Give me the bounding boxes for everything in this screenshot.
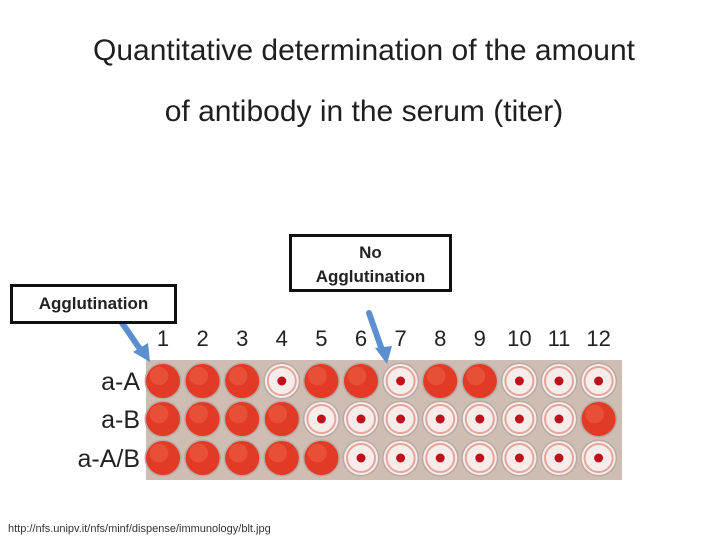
row-label-a-b: a-B <box>101 406 140 434</box>
column-label-7: 7 <box>394 326 406 351</box>
well-1-8-agglutinated <box>421 362 459 400</box>
well-1-6-agglutinated <box>342 362 380 400</box>
well-3-11-not-agglutinated <box>540 439 578 477</box>
column-label-6: 6 <box>355 326 367 351</box>
well-3-10-not-agglutinated <box>500 439 538 477</box>
well-3-2-agglutinated <box>184 439 222 477</box>
row-label-a-a: a-A <box>101 368 140 396</box>
well-1-11-not-agglutinated <box>540 362 578 400</box>
well-2-12-agglutinated <box>580 400 618 438</box>
column-label-11: 11 <box>548 326 571 351</box>
column-label-5: 5 <box>315 326 327 351</box>
column-label-12: 12 <box>586 326 610 351</box>
well-2-1-agglutinated <box>144 400 182 438</box>
well-1-12-not-agglutinated <box>580 362 618 400</box>
wells-grid <box>144 362 618 477</box>
arrow-agglutination <box>117 317 150 362</box>
well-2-3-agglutinated <box>223 400 261 438</box>
well-3-5-agglutinated <box>302 439 340 477</box>
no-agglutination-label-line-2: Agglutination <box>315 267 426 286</box>
row-label-a-a-b: a-A/B <box>77 445 140 473</box>
well-2-9-not-agglutinated <box>461 400 499 438</box>
well-3-7-not-agglutinated <box>382 439 420 477</box>
well-3-9-not-agglutinated <box>461 439 499 477</box>
agglutination-label: Agglutination <box>10 284 177 324</box>
well-2-4-agglutinated <box>263 400 301 438</box>
well-2-5-not-agglutinated <box>302 400 340 438</box>
column-label-2: 2 <box>196 326 208 351</box>
slide-title-line-1: Quantitative determination of the amount <box>93 34 635 67</box>
row-labels: a-A a-B a-A/B <box>77 368 140 473</box>
well-1-2-agglutinated <box>184 362 222 400</box>
arrow-no-agglutination <box>366 310 392 364</box>
no-agglutination-label-line-1: No <box>359 243 382 262</box>
well-1-7-not-agglutinated <box>382 362 420 400</box>
well-1-3-agglutinated <box>223 362 261 400</box>
well-2-11-not-agglutinated <box>540 400 578 438</box>
well-3-1-agglutinated <box>144 439 182 477</box>
well-1-9-agglutinated <box>461 362 499 400</box>
column-label-4: 4 <box>276 326 288 351</box>
well-2-10-not-agglutinated <box>500 400 538 438</box>
well-3-8-not-agglutinated <box>421 439 459 477</box>
well-2-2-agglutinated <box>184 400 222 438</box>
column-label-10: 10 <box>507 326 531 351</box>
well-1-4-not-agglutinated <box>263 362 301 400</box>
well-3-4-agglutinated <box>263 439 301 477</box>
well-3-6-not-agglutinated <box>342 439 380 477</box>
well-2-7-not-agglutinated <box>382 400 420 438</box>
column-label-9: 9 <box>474 326 486 351</box>
slide-title-line-2: of antibody in the serum (titer) <box>164 95 564 128</box>
well-1-5-agglutinated <box>302 362 340 400</box>
well-3-3-agglutinated <box>223 439 261 477</box>
column-label-1: 1 <box>157 326 169 351</box>
image-source-caption: http://nfs.unipv.it/nfs/minf/dispense/im… <box>8 523 271 535</box>
well-3-12-not-agglutinated <box>580 439 618 477</box>
well-1-1-agglutinated <box>144 362 182 400</box>
column-label-3: 3 <box>236 326 248 351</box>
no-agglutination-label: No Agglutination <box>289 234 452 292</box>
column-label-8: 8 <box>434 326 446 351</box>
well-2-8-not-agglutinated <box>421 400 459 438</box>
well-2-6-not-agglutinated <box>342 400 380 438</box>
well-1-10-not-agglutinated <box>500 362 538 400</box>
